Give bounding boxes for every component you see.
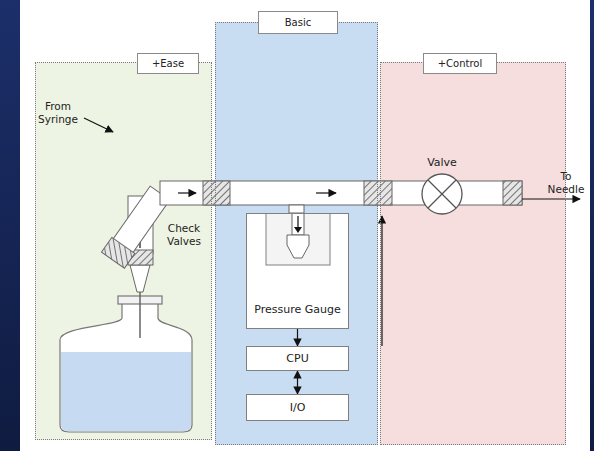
check-valves-label: Check Valves [157, 222, 211, 247]
valve-label: Valve [405, 156, 479, 169]
region-heading: Basic [258, 11, 338, 34]
node-text: Pressure Gauge [251, 303, 344, 316]
control-fill [380, 62, 566, 445]
needle-label: To Needle [542, 170, 590, 195]
vial-needle [130, 265, 150, 338]
connector [297, 371, 298, 394]
region-heading: +Ease [137, 53, 199, 74]
panel [20, 0, 590, 451]
connector [297, 329, 298, 346]
region-heading: +Control [423, 53, 498, 74]
syringe-leader [84, 118, 113, 132]
cpu-box: CPU [246, 346, 349, 371]
needle-arrow [522, 198, 580, 199]
valve: Valve [415, 156, 469, 216]
node-text: I/O [290, 401, 306, 414]
valve-symbol [420, 172, 464, 216]
connector [381, 216, 382, 346]
control-region: +ControlValve [380, 62, 566, 445]
syringe-label: From Syringe [30, 100, 86, 125]
pressure-gauge: Pressure Gauge [246, 213, 349, 329]
vial [60, 296, 192, 432]
basic-fill [215, 22, 378, 445]
node-text: CPU [286, 352, 308, 365]
basic-region: BasicPressure GaugeCPUI/O [215, 22, 378, 445]
io-box: I/O [246, 394, 349, 421]
syringe-cap [101, 237, 134, 268]
